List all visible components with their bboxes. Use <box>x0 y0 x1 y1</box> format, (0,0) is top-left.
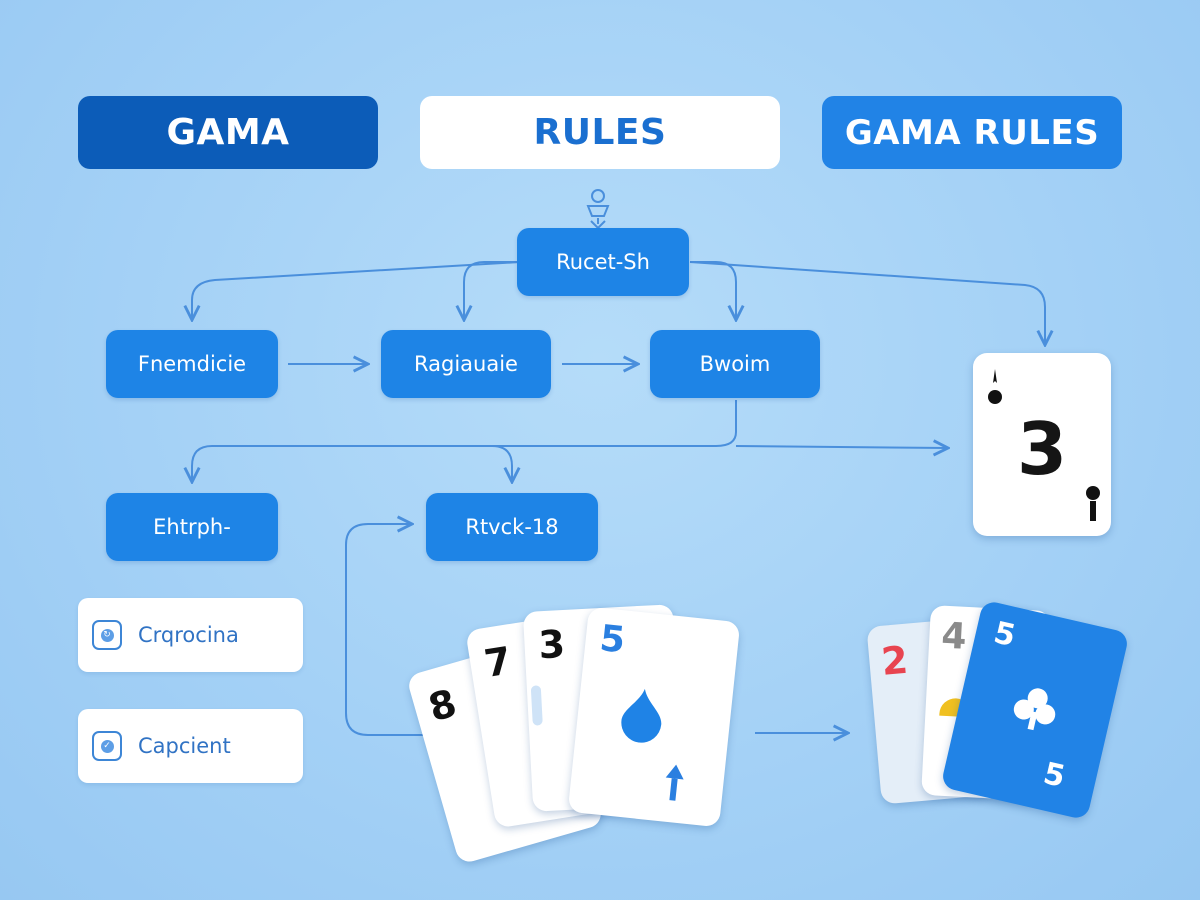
connector-top-right <box>690 261 736 320</box>
playing-card[interactable]: 5 5 <box>940 599 1130 821</box>
connector-to-card <box>735 446 948 448</box>
header-right[interactable]: GAMA RULES <box>822 96 1122 169</box>
connector-top-left <box>192 261 521 320</box>
option-card-1[interactable]: ↻ Crqrocina <box>78 598 303 672</box>
pip-icon <box>530 685 543 726</box>
card-number: 8 <box>423 680 462 731</box>
card-number-bottom: 5 <box>1040 756 1069 795</box>
card-number: 5 <box>990 615 1019 655</box>
card-number: 7 <box>481 638 515 687</box>
connector-top-mid <box>464 261 520 320</box>
node-row2-left[interactable]: Ehtrph- <box>106 493 278 561</box>
card-number: 2 <box>879 637 910 684</box>
spade-pip-icon <box>1086 486 1100 521</box>
option-card-2[interactable]: ✓ Capcient <box>78 709 303 783</box>
person-icon <box>586 189 610 230</box>
card-hand-left[interactable]: 8 7 3 5 <box>405 600 741 865</box>
node-top[interactable]: Rucet-Sh <box>517 228 689 296</box>
option-card-label: Crqrocina <box>138 623 239 647</box>
spade-pip-icon <box>988 369 1002 404</box>
header-left[interactable]: GAMA <box>78 96 378 169</box>
node-row1-left[interactable]: Fnemdicie <box>106 330 278 398</box>
playing-card-big[interactable]: 3 <box>973 353 1111 536</box>
header-center[interactable]: RULES <box>420 96 780 169</box>
connector-loop-up <box>345 524 432 736</box>
connector-down-mid <box>491 445 512 482</box>
card-hand-right[interactable]: 2 4 5 5 <box>860 598 1130 821</box>
card-number: 3 <box>537 621 567 668</box>
option-card-label: Capcient <box>138 734 231 758</box>
card-number: 4 <box>940 615 968 658</box>
card-number: 3 <box>1017 407 1068 491</box>
spade-pip-icon <box>665 764 684 801</box>
node-row1-mid[interactable]: Ragiauaie <box>381 330 551 398</box>
club-pip-icon <box>1013 688 1056 731</box>
node-row1-right[interactable]: Bwoim <box>650 330 820 398</box>
playing-card[interactable]: 5 <box>567 606 741 828</box>
connector-down-split <box>192 400 737 482</box>
node-row2-mid[interactable]: Rtvck-18 <box>426 493 598 561</box>
drop-pip-icon <box>621 688 662 743</box>
card-number: 5 <box>597 618 627 662</box>
connector-top-card <box>689 261 1045 345</box>
checkbox-icon[interactable]: ✓ <box>92 731 122 761</box>
checkbox-icon[interactable]: ↻ <box>92 620 122 650</box>
